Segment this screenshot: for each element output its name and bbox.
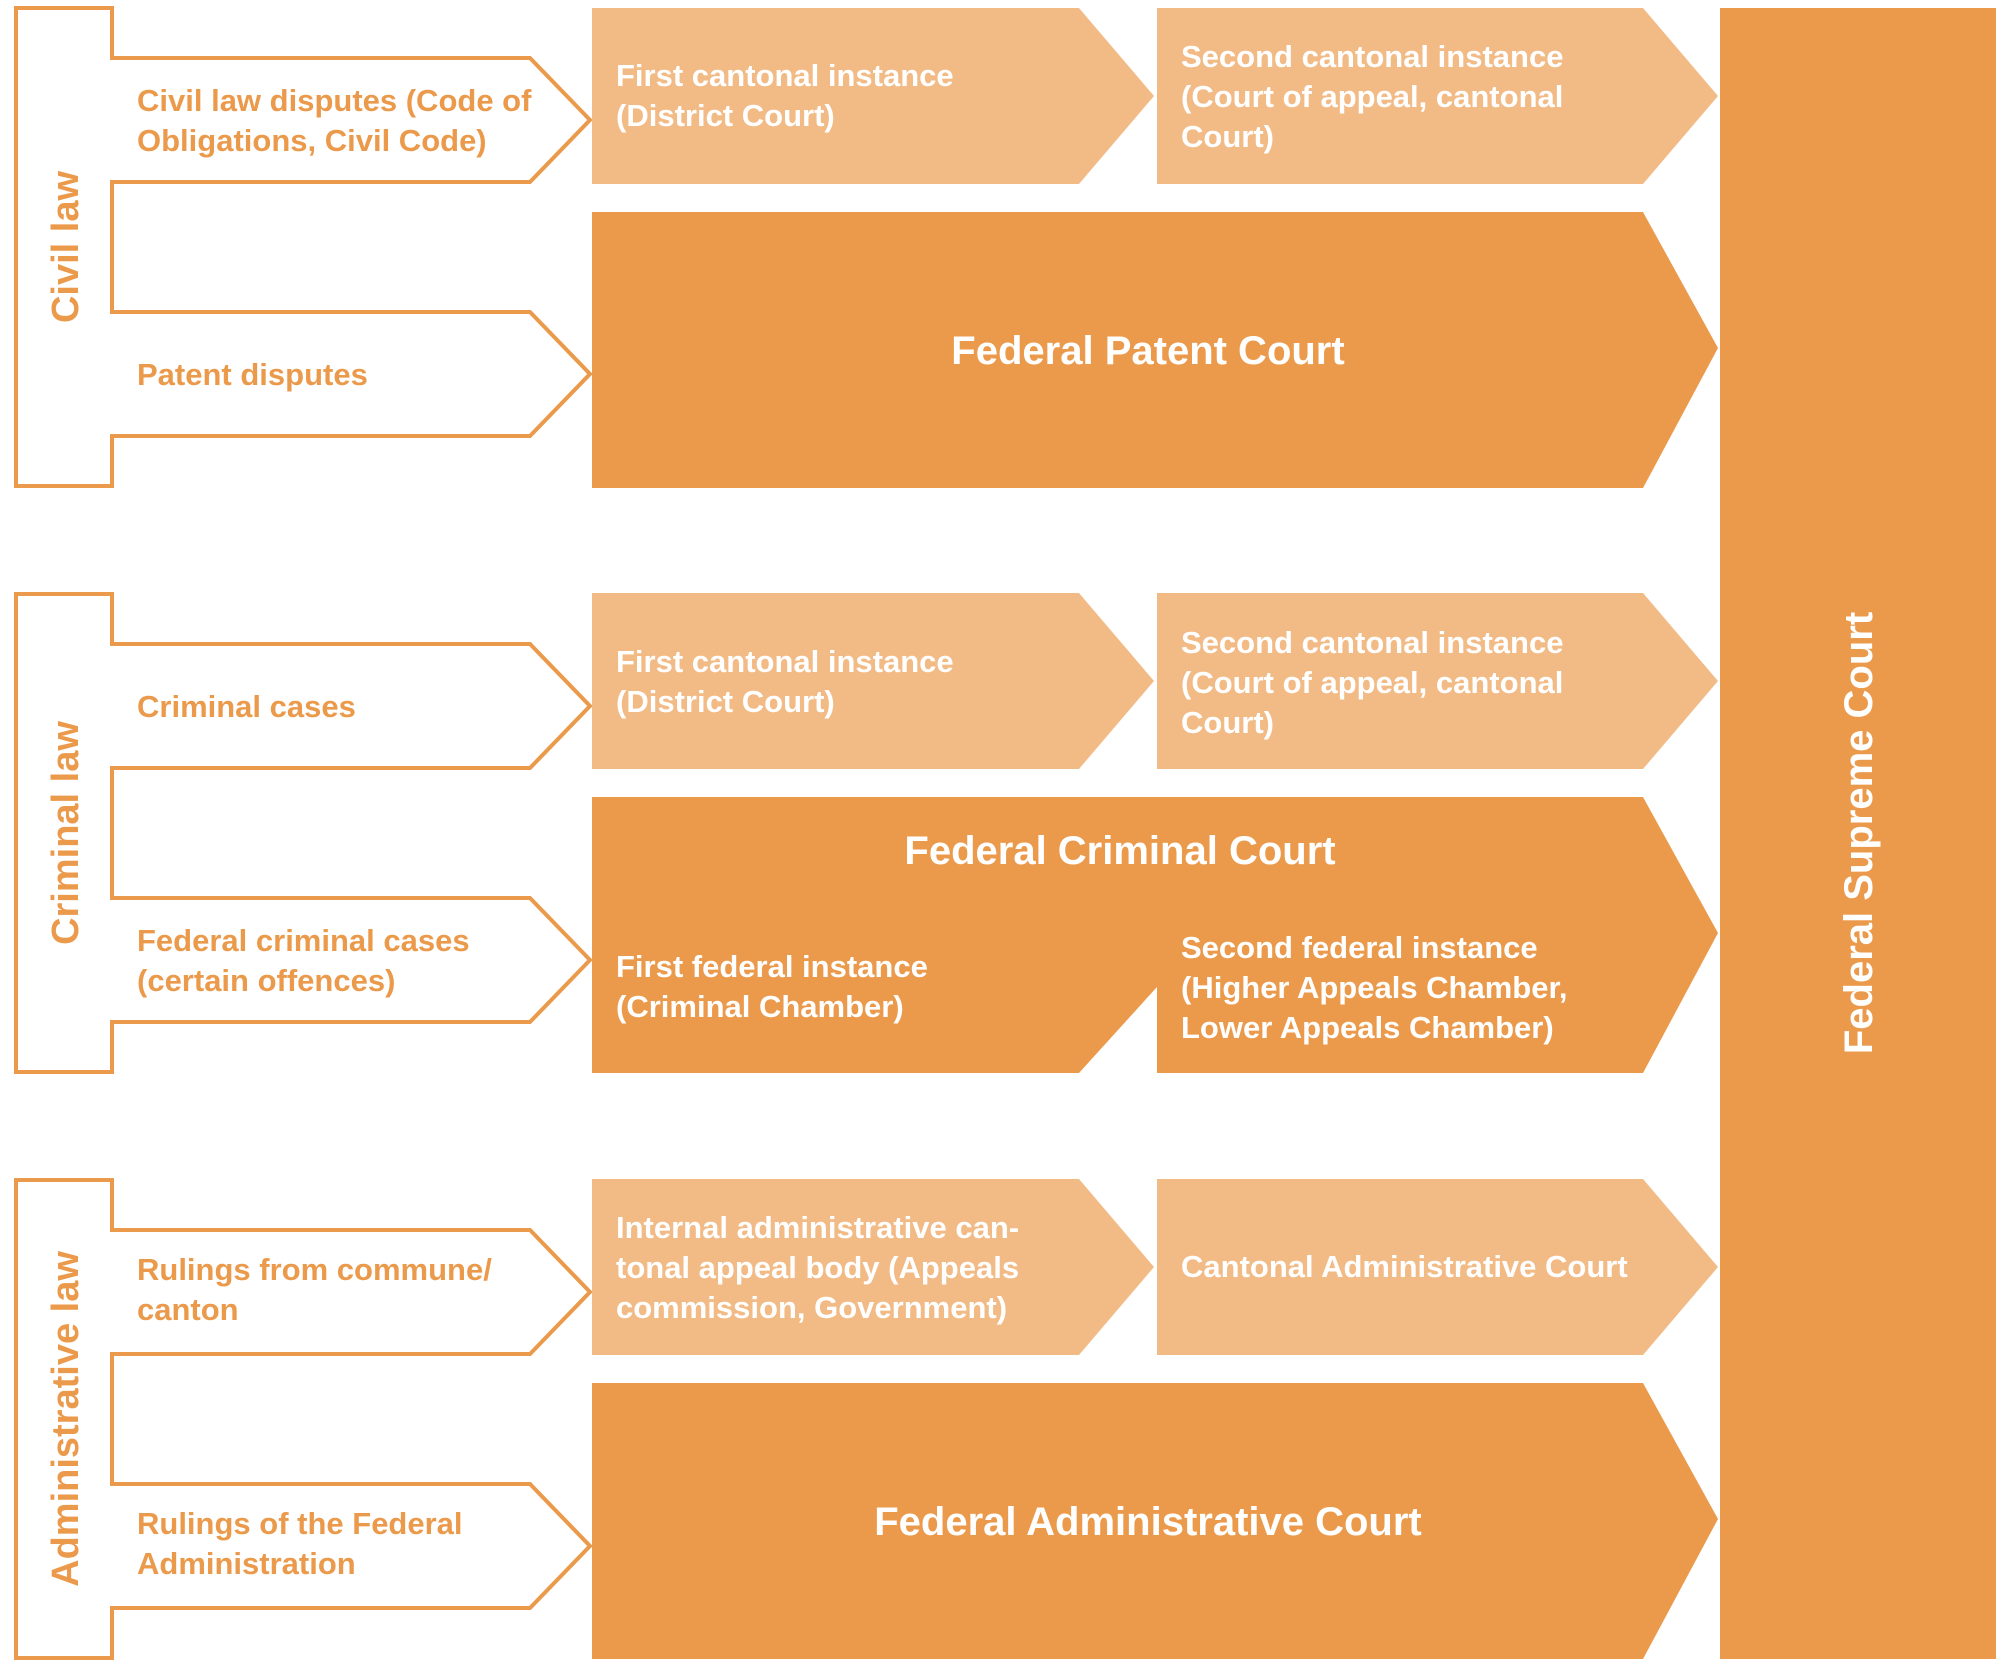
text-line: Court)	[1181, 119, 1274, 154]
civil-first-instance-label: First cantonal instance (District Court)	[616, 58, 954, 133]
text-line: canton	[137, 1292, 239, 1327]
text-line: Federal criminal cases	[137, 923, 470, 958]
federal-criminal-court-label: Federal Criminal Court	[904, 829, 1335, 873]
administrative-law-bracket	[14, 1178, 593, 1660]
text-line: Second federal instance	[1181, 930, 1538, 965]
text-line: Second cantonal instance	[1181, 39, 1563, 74]
text-line: Second cantonal instance	[1181, 625, 1563, 660]
federal-criminal-court: Federal Criminal Court First federal ins…	[592, 797, 1718, 1073]
criminal-second-instance-label: Second cantonal instance (Court of appeal…	[1181, 625, 1563, 740]
text-line: Internal administrative can-	[616, 1210, 1019, 1245]
text-line: First cantonal instance	[616, 644, 954, 679]
text-line: tonal appeal body (Appeals	[616, 1250, 1019, 1285]
federal-criminal-court-arrow	[592, 797, 1718, 1073]
text-line: commission, Government)	[616, 1290, 1007, 1325]
text-line: Federal Patent Court	[951, 329, 1344, 373]
federal-patent-court-arrow	[592, 212, 1718, 488]
text-line: Obligations, Civil Code)	[137, 123, 487, 158]
patent-disputes-label: Patent disputes	[137, 357, 368, 392]
text-line: (District Court)	[616, 98, 835, 133]
federal-criminal-cases-label: Federal criminal cases (certain offences)	[137, 923, 470, 998]
text-line: (Criminal Chamber)	[616, 989, 904, 1024]
text-line: Rulings of the Federal	[137, 1506, 463, 1541]
text-line: (Court of appeal, cantonal	[1181, 79, 1563, 114]
civil-second-instance-arrow	[1157, 8, 1718, 184]
text-line: First cantonal instance	[616, 58, 954, 93]
text-line: Federal Criminal Court	[904, 829, 1335, 873]
criminal-law-bracket	[14, 592, 593, 1074]
civil-law-group: Civil law Civil law disputes (Code of Obl…	[14, 6, 593, 488]
federal-administrative-court-label: Federal Administrative Court	[874, 1500, 1422, 1544]
text-line: Court)	[1181, 705, 1274, 740]
text-line: Civil law disputes (Code of	[137, 83, 532, 118]
civil-second-instance-label: Second cantonal instance (Court of appeal…	[1181, 39, 1563, 154]
text-line: (District Court)	[616, 684, 835, 719]
federal-criminal-first-instance-label: First federal instance (Criminal Chamber)	[616, 949, 928, 1024]
criminal-law-group: Criminal law Criminal cases Federal crim…	[14, 592, 593, 1074]
text-line: Rulings from commune/	[137, 1252, 492, 1287]
rulings-commune-label: Rulings from commune/canton	[137, 1252, 492, 1327]
text-line: (Higher Appeals Chamber,	[1181, 970, 1567, 1005]
patent-court: Federal Patent Court	[592, 212, 1718, 488]
civil-law-bracket	[14, 6, 593, 488]
federal-supreme-court-bar	[1720, 8, 1996, 1659]
criminal-first-instance-label: First cantonal instance (District Court)	[616, 644, 954, 719]
text-line: (certain offences)	[137, 963, 395, 998]
criminal-cases-label: Criminal cases	[137, 689, 356, 724]
federal-supreme-court: Federal Supreme Court	[1720, 8, 1996, 1659]
civil-court-row: First cantonal instance(District Court) …	[592, 8, 1718, 184]
civil-law-label: Civil law	[45, 171, 87, 323]
text-line: Patent disputes	[137, 357, 368, 392]
administrative-law-group: Administrative law Rulings from commune/…	[14, 1178, 593, 1660]
criminal-court-row: First cantonal instance(District Court) …	[592, 593, 1718, 769]
administrative-court-row: Internal administrative can-tonal appeal…	[592, 1179, 1718, 1355]
federal-administrative-court-arrow	[592, 1383, 1718, 1659]
criminal-law-label: Criminal law	[45, 721, 87, 945]
text-line: Lower Appeals Chamber)	[1181, 1010, 1554, 1045]
federal-criminal-second-instance-label: Second federal instance (Higher Appeals C…	[1181, 930, 1567, 1045]
federal-administrative-court: Federal Administrative Court	[592, 1383, 1718, 1659]
criminal-first-instance-arrow	[592, 593, 1154, 769]
text-line: Administration	[137, 1546, 356, 1581]
administrative-law-label: Administrative law	[45, 1251, 87, 1587]
text-line: (Court of appeal, cantonal	[1181, 665, 1563, 700]
federal-patent-court-label: Federal Patent Court	[951, 329, 1344, 373]
civil-law-disputes-label: Civil law disputes (Code of Obligations, …	[137, 83, 532, 158]
text-line: Criminal cases	[137, 689, 356, 724]
admin-internal-appeal-label: Internal administrative can-tonal appeal…	[616, 1210, 1019, 1325]
cantonal-administrative-court-arrow	[1157, 1179, 1718, 1355]
text-line: First federal instance	[616, 949, 928, 984]
admin-internal-appeal-arrow	[592, 1179, 1154, 1355]
text-line: Cantonal Administrative Court	[1181, 1249, 1628, 1284]
criminal-second-instance-arrow	[1157, 593, 1718, 769]
cantonal-administrative-court-label: Cantonal Administrative Court	[1181, 1249, 1628, 1284]
text-line: Federal Administrative Court	[874, 1500, 1422, 1544]
federal-supreme-court-label: Federal Supreme Court	[1837, 612, 1881, 1054]
civil-first-instance-arrow	[592, 8, 1154, 184]
